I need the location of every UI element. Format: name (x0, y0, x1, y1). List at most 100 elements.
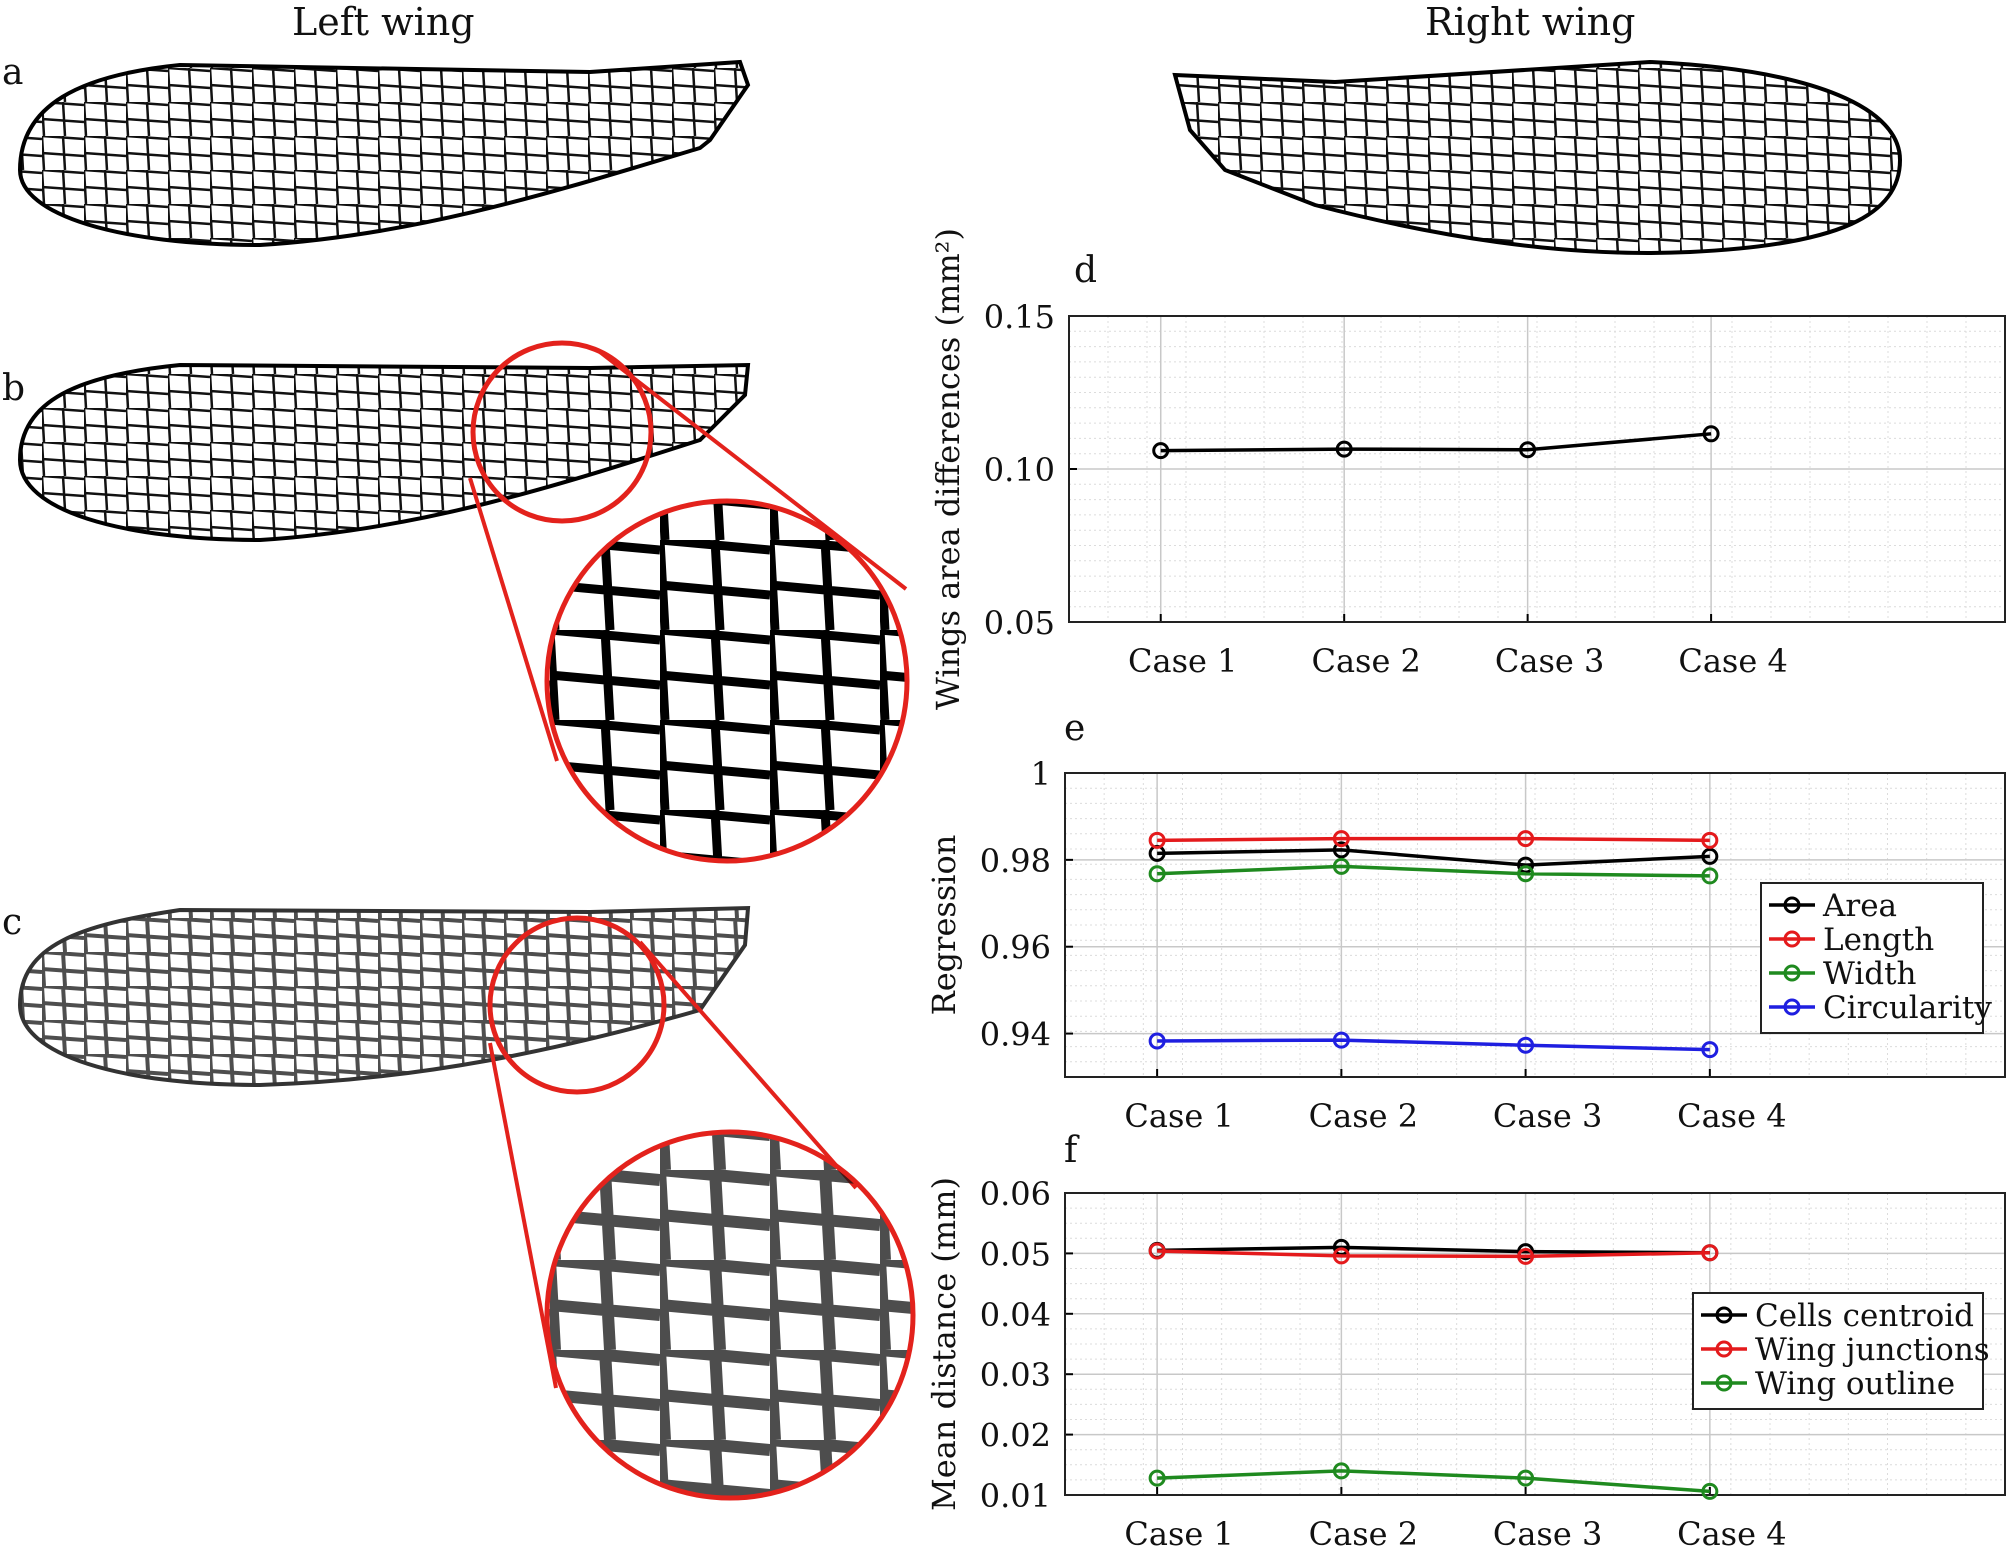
x-tick-label: Case 1 (1124, 1097, 1233, 1135)
y-tick-label: 0.15 (984, 298, 1055, 336)
panel-letter-b: b (2, 368, 26, 409)
series-line (1157, 1469, 1710, 1494)
x-tick-label: Case 4 (1677, 1515, 1786, 1546)
data-point (1519, 441, 1537, 459)
right-wing-title: Right wing (1425, 0, 1636, 44)
series-line (1160, 432, 1712, 453)
y-tick-label: 0.05 (984, 604, 1055, 642)
data-point (1517, 1243, 1535, 1261)
x-tick-label: Case 4 (1677, 1097, 1786, 1135)
data-point (1701, 1482, 1719, 1500)
legend-label: Cells centroid (1755, 1298, 1974, 1334)
data-point (1701, 1244, 1719, 1262)
plot-frame (1064, 1192, 2006, 1496)
x-tick-label: Case 2 (1309, 1097, 1418, 1135)
series-line (1157, 864, 1710, 878)
legend-swatch-marker (1783, 998, 1801, 1016)
y-tick-label: 0.98 (980, 842, 1051, 880)
y-tick-label: 0.05 (980, 1235, 1051, 1273)
panel-letter-c: c (2, 902, 23, 943)
wing-a-image (17, 59, 751, 248)
data-point (1701, 1041, 1719, 1059)
data-point (1148, 1032, 1166, 1050)
data-point (1152, 442, 1170, 460)
y-tick-label: 0.04 (980, 1296, 1051, 1334)
y-axis-label: Regression (925, 835, 963, 1016)
y-tick-label: 0.10 (984, 451, 1055, 489)
panel-letter-f: f (1064, 1130, 1078, 1171)
zoom-callout-c (487, 915, 916, 1501)
legend-label: Area (1822, 888, 1897, 924)
x-tick-label: Case 4 (1678, 642, 1787, 680)
y-tick-label: 0.06 (980, 1175, 1051, 1213)
data-point (1517, 1036, 1535, 1054)
panel-letter-a: a (2, 52, 24, 93)
x-tick-label: Case 3 (1493, 1097, 1602, 1135)
wing-c-image (17, 905, 751, 1088)
data-point (1332, 857, 1350, 875)
legend-label: Width (1823, 956, 1917, 992)
y-axis-label: Mean distance (mm) (925, 1177, 963, 1511)
data-point (1332, 830, 1350, 848)
panel-letter-e: e (1064, 708, 1086, 749)
y-tick-label: 0.02 (980, 1417, 1051, 1455)
x-tick-label: Case 2 (1311, 642, 1420, 680)
data-point (1332, 1247, 1350, 1265)
series-line (1157, 1038, 1710, 1052)
data-point (1517, 830, 1535, 848)
legend-swatch-marker (1783, 930, 1801, 948)
zoom-callout-b (468, 340, 910, 864)
legend-swatch-marker (1783, 896, 1801, 914)
y-tick-label: 0.03 (980, 1356, 1051, 1394)
data-point (1517, 1247, 1535, 1265)
x-tick-label: Case 1 (1128, 642, 1237, 680)
x-tick-label: Case 3 (1493, 1515, 1602, 1546)
right-wing-image (1172, 59, 1903, 255)
series-line (1157, 1245, 1710, 1255)
data-point (1702, 425, 1720, 443)
data-point (1332, 1462, 1350, 1480)
legend-label: Length (1823, 922, 1934, 958)
wing-b-image (17, 362, 751, 543)
data-point (1701, 831, 1719, 849)
legend-label: Wing junctions (1755, 1332, 1990, 1368)
data-point (1701, 847, 1719, 865)
legend-swatch-marker (1715, 1340, 1733, 1358)
data-point (1148, 1469, 1166, 1487)
legend-swatch-marker (1783, 964, 1801, 982)
data-point (1332, 1031, 1350, 1049)
x-tick-label: Case 3 (1495, 642, 1604, 680)
data-point (1517, 1469, 1535, 1487)
y-tick-label: 0.94 (980, 1016, 1051, 1054)
left-wing-title: Left wing (292, 0, 475, 44)
y-tick-label: 0.01 (980, 1477, 1051, 1515)
plot-frame (1068, 315, 2006, 623)
data-point (1148, 1242, 1166, 1260)
y-axis-label: Wings area differences (mm²) (929, 228, 967, 710)
series-line (1157, 848, 1710, 867)
series-line (1157, 1249, 1710, 1259)
data-point (1335, 440, 1353, 458)
legend-swatch-marker (1715, 1306, 1733, 1324)
y-tick-label: 1 (1031, 755, 1051, 793)
legend-label: Wing outline (1755, 1366, 1955, 1402)
series-line (1157, 836, 1710, 843)
data-point (1517, 865, 1535, 883)
x-tick-label: Case 1 (1124, 1515, 1233, 1546)
panel-letter-d: d (1074, 250, 1098, 291)
data-point (1332, 841, 1350, 859)
legend-swatch-marker (1715, 1374, 1733, 1392)
y-tick-label: 0.96 (980, 929, 1051, 967)
legend-box (1692, 1292, 1984, 1410)
data-point (1148, 865, 1166, 883)
data-point (1148, 831, 1166, 849)
x-tick-label: Case 2 (1309, 1515, 1418, 1546)
data-point (1701, 867, 1719, 885)
plot-frame (1064, 772, 2006, 1078)
